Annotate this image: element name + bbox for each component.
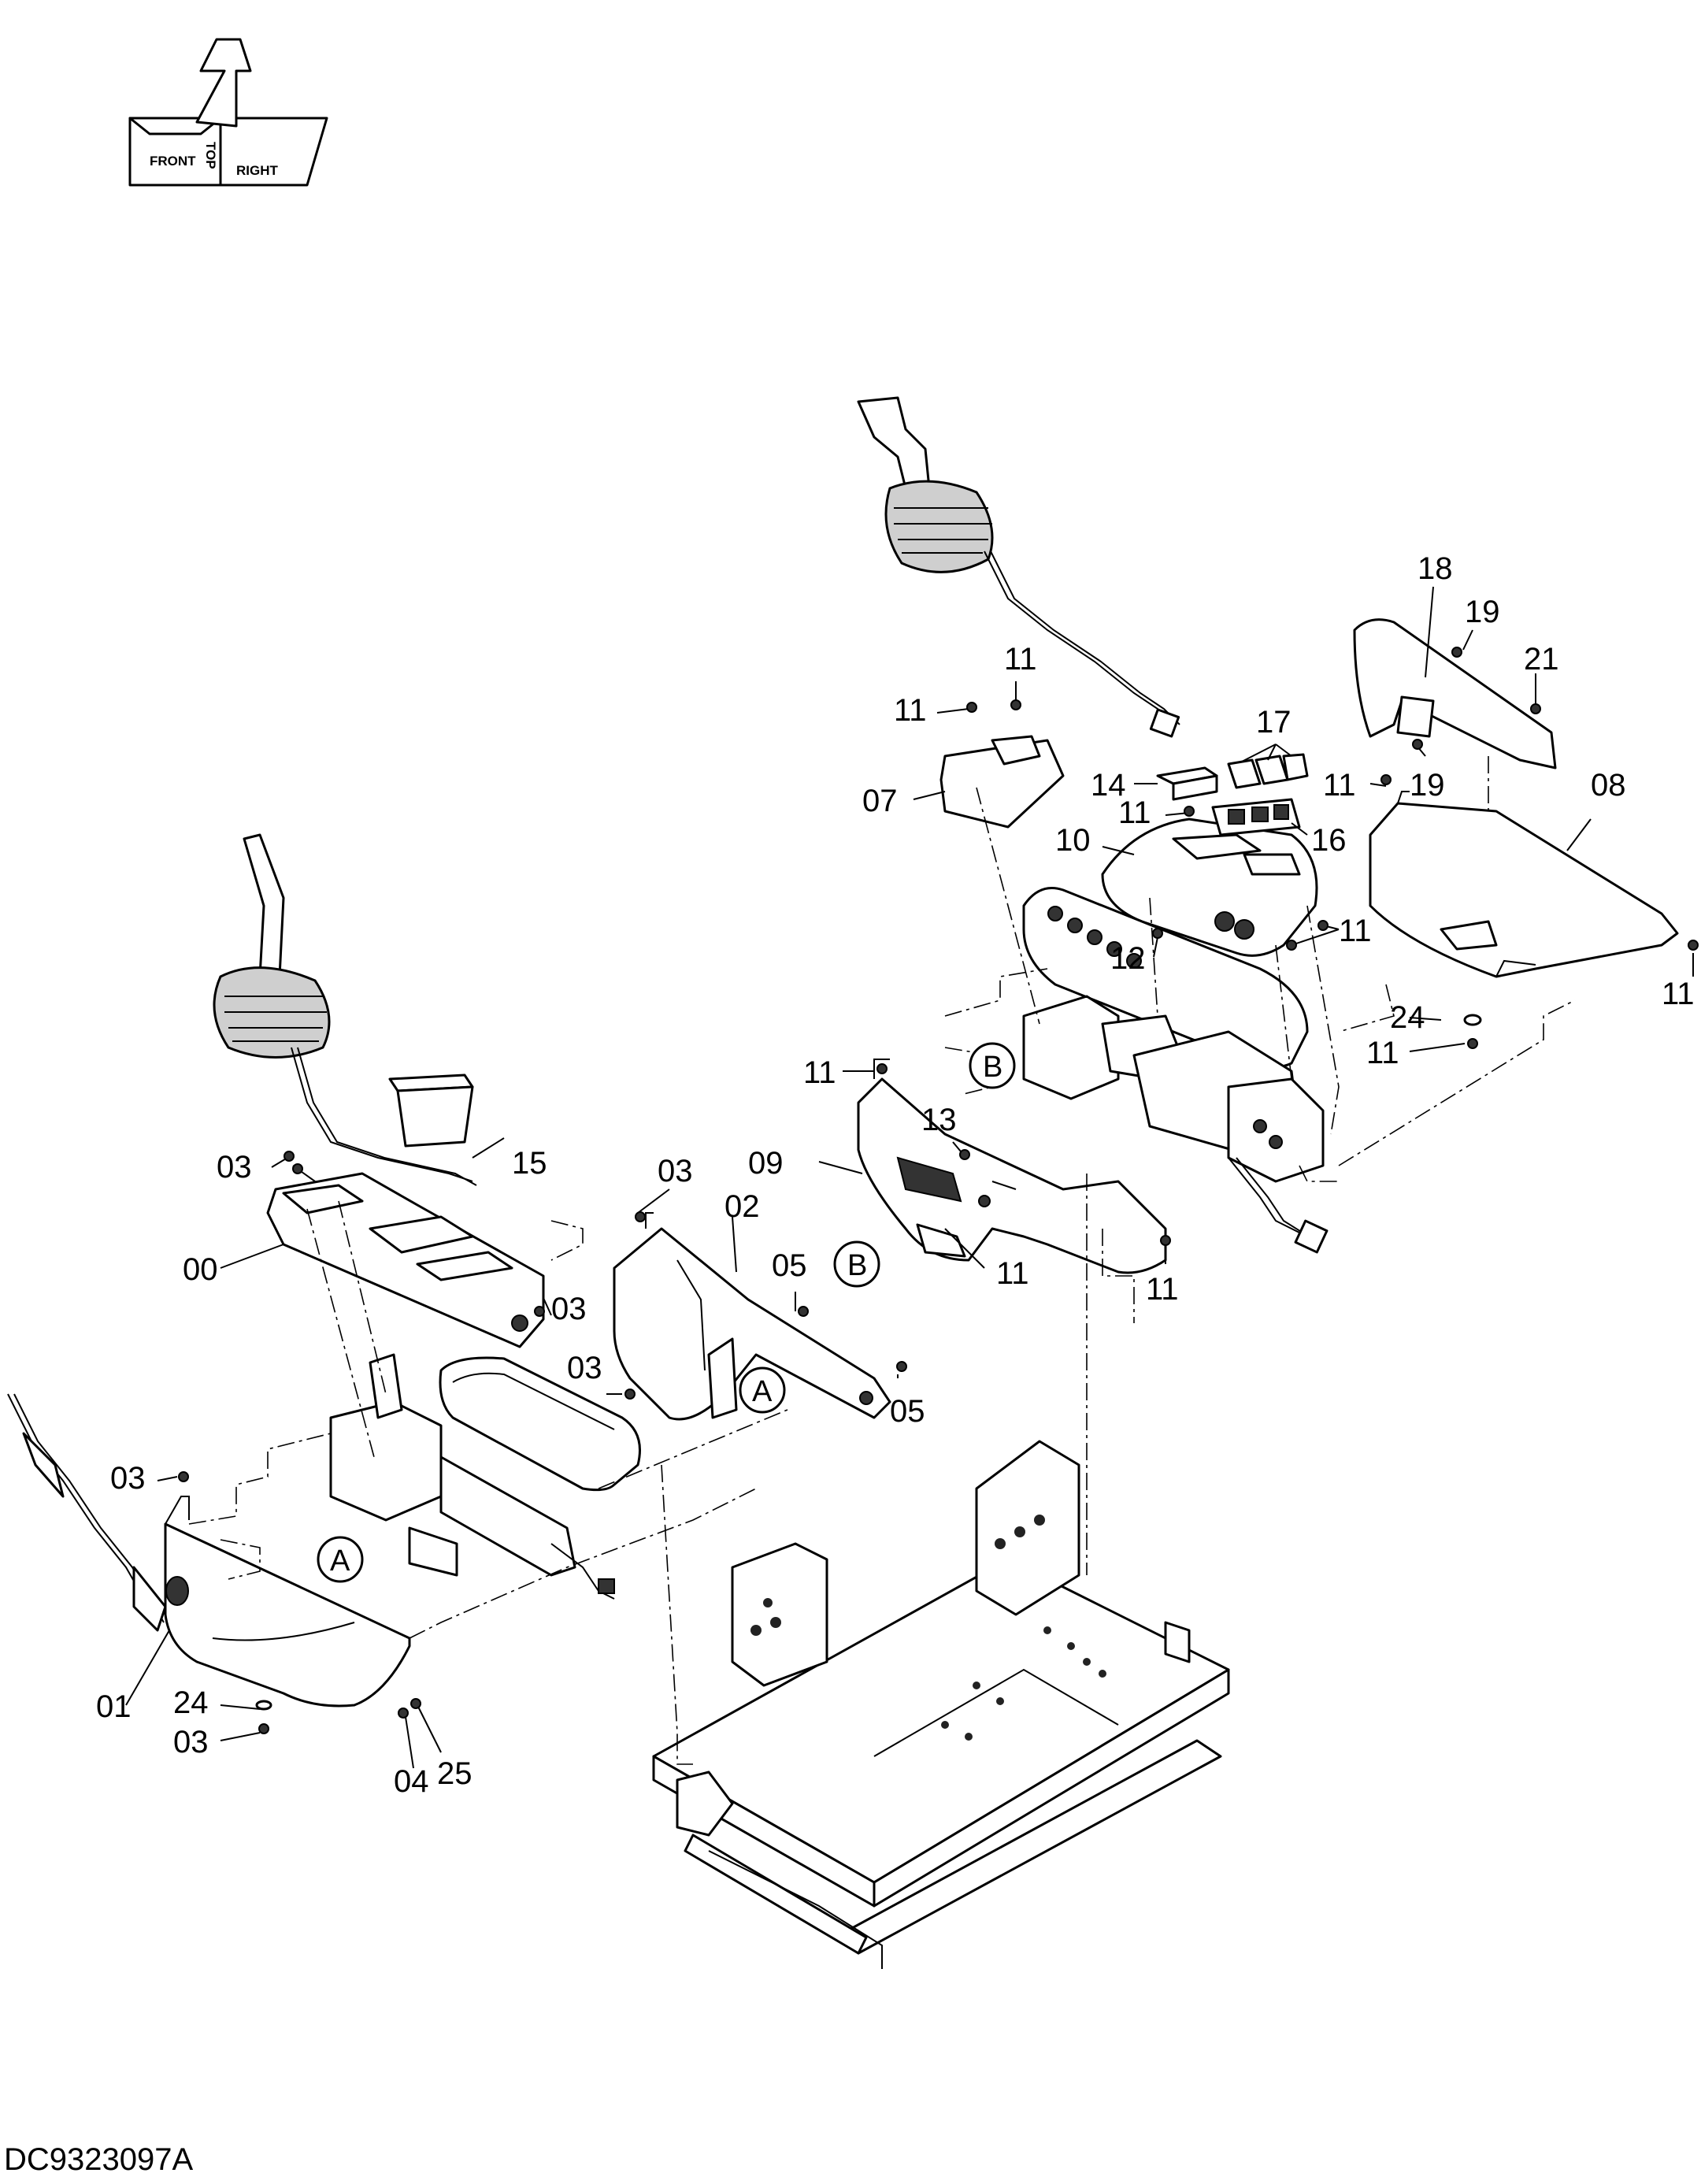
callout-11-j: 11 bbox=[1146, 1272, 1179, 1307]
right-rear-cover-18 bbox=[1353, 618, 1557, 769]
right-boot-cover-07 bbox=[939, 735, 1065, 829]
callout-15: 15 bbox=[512, 1146, 547, 1181]
callout-12: 12 bbox=[1110, 941, 1146, 976]
callout-11-i: 11 bbox=[996, 1256, 1029, 1291]
callout-11-g: 11 bbox=[1366, 1036, 1399, 1070]
callout-19-b: 19 bbox=[1410, 768, 1445, 803]
ref-b-lower: B bbox=[847, 1249, 867, 1282]
callout-04: 04 bbox=[394, 1764, 429, 1799]
callout-08: 08 bbox=[1591, 768, 1626, 803]
callout-03-a: 03 bbox=[217, 1150, 252, 1185]
callout-03-e: 03 bbox=[110, 1461, 146, 1496]
callout-25: 25 bbox=[437, 1756, 472, 1791]
callout-03-b: 03 bbox=[551, 1292, 587, 1326]
callout-09: 09 bbox=[748, 1146, 784, 1181]
callout-11-b: 11 bbox=[1004, 642, 1037, 677]
right-console-10 bbox=[1101, 818, 1318, 957]
callout-03-d: 03 bbox=[567, 1351, 602, 1385]
left-control-valve bbox=[329, 1353, 615, 1600]
callout-11-f: 11 bbox=[1662, 977, 1695, 1011]
callout-24-a: 24 bbox=[173, 1685, 209, 1720]
switch-panel-14 bbox=[1156, 766, 1218, 801]
callout-19-a: 19 bbox=[1465, 595, 1500, 629]
callout-17: 17 bbox=[1256, 705, 1292, 740]
callout-02: 02 bbox=[724, 1189, 760, 1224]
left-joystick bbox=[213, 833, 477, 1186]
callout-03-f: 03 bbox=[173, 1725, 209, 1759]
seat-frame bbox=[652, 1440, 1230, 1969]
reference-markers: A A B B bbox=[317, 1042, 1016, 1583]
right-joystick bbox=[857, 396, 1180, 738]
ref-a-upper: A bbox=[752, 1375, 773, 1408]
fasteners bbox=[178, 647, 1699, 1734]
callout-11-c: 11 bbox=[1118, 795, 1151, 830]
right-main-cover-08 bbox=[1369, 791, 1679, 978]
callout-numbers: 00 01 02 03 03 03 03 03 03 04 05 05 07 0… bbox=[96, 551, 1695, 1799]
callout-18: 18 bbox=[1418, 551, 1453, 586]
left-side-cover-02 bbox=[613, 1212, 891, 1421]
callout-16: 16 bbox=[1311, 823, 1347, 858]
callout-11-a: 11 bbox=[894, 693, 927, 728]
document-id: DC9323097A bbox=[4, 2142, 193, 2177]
callout-00: 00 bbox=[183, 1252, 218, 1287]
orientation-top-label: TOP bbox=[203, 142, 218, 169]
right-front-cover-09 bbox=[857, 1059, 1167, 1274]
callout-21: 21 bbox=[1524, 642, 1559, 677]
callout-11-d: 11 bbox=[1323, 768, 1356, 803]
left-throttle-cable bbox=[7, 1393, 167, 1632]
callout-11-h: 11 bbox=[803, 1055, 836, 1090]
right-control-block bbox=[1022, 887, 1329, 1254]
callout-13: 13 bbox=[921, 1103, 957, 1137]
callout-05-a: 05 bbox=[772, 1248, 807, 1283]
callout-24-b: 24 bbox=[1390, 1000, 1425, 1035]
ref-b-upper: B bbox=[983, 1051, 1002, 1084]
ref-a-lower: A bbox=[330, 1544, 350, 1578]
orientation-front-label: FRONT bbox=[150, 154, 196, 169]
switch-frame-16 bbox=[1211, 798, 1301, 836]
left-lower-cover bbox=[164, 1496, 411, 1708]
callout-03-c: 03 bbox=[658, 1154, 693, 1188]
phantom-lines bbox=[188, 756, 1576, 1765]
switches-17 bbox=[1227, 753, 1309, 789]
orientation-icon: FRONT RIGHT TOP bbox=[128, 38, 328, 187]
callout-07: 07 bbox=[862, 784, 898, 818]
left-console-cover bbox=[266, 1172, 545, 1348]
callout-11-e: 11 bbox=[1339, 914, 1372, 948]
left-armrest bbox=[439, 1356, 641, 1492]
left-storage-cup bbox=[388, 1073, 474, 1148]
orientation-right-label: RIGHT bbox=[236, 163, 279, 178]
callout-05-b: 05 bbox=[890, 1394, 925, 1429]
callout-10: 10 bbox=[1055, 823, 1091, 858]
callout-01: 01 bbox=[96, 1689, 132, 1724]
callout-14: 14 bbox=[1091, 768, 1126, 803]
